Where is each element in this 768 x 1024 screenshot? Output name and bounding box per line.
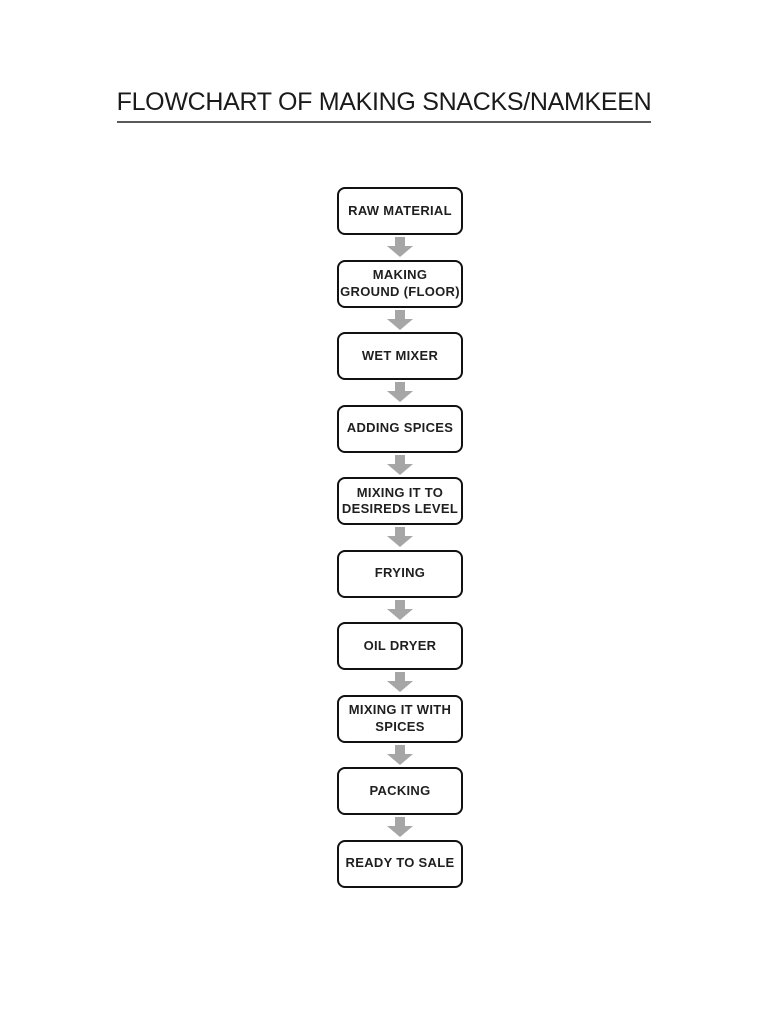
- flow-node-label: WET MIXER: [361, 347, 439, 363]
- flow-node-wet-mixer: WET MIXER: [337, 332, 463, 380]
- flow-node-label: MIXING IT WITH SPICES: [348, 702, 452, 734]
- down-block-arrow-icon: [387, 817, 413, 838]
- page-title-text: FLOWCHART OF MAKING SNACKS/NAMKEEN: [116, 88, 652, 123]
- flow-connector: [387, 525, 413, 550]
- flow-node-mixing-to-desired-level: MIXING IT TO DESIREDS LEVEL: [337, 477, 463, 525]
- flow-node-adding-spices: ADDING SPICES: [337, 404, 463, 453]
- flow-connector: [387, 380, 413, 405]
- down-block-arrow-icon: [387, 527, 413, 548]
- flow-node-mixing-with-spices: MIXING IT WITH SPICES: [337, 694, 463, 743]
- flow-node-label: OIL DRYER: [363, 637, 437, 653]
- flow-node-label: MIXING IT TO DESIREDS LEVEL: [341, 484, 459, 516]
- down-block-arrow-icon: [387, 599, 413, 620]
- flow-node-label: MAKING GROUND (FLOOR): [340, 267, 460, 299]
- flow-node-label: READY TO SALE: [345, 855, 455, 871]
- down-block-arrow-icon: [387, 309, 413, 330]
- flow-node-making-ground: MAKING GROUND (FLOOR): [337, 259, 463, 308]
- flow-node-ready-to-sale: READY TO SALE: [337, 839, 463, 888]
- flow-node-label: FRYING: [374, 565, 426, 581]
- down-block-arrow-icon: [387, 744, 413, 765]
- flow-node-label: PACKING: [369, 782, 431, 798]
- flowchart: RAW MATERIAL MAKING GROUND (FLOOR) WET M…: [337, 187, 463, 888]
- flow-connector: [387, 815, 413, 840]
- flow-node-frying: FRYING: [337, 549, 463, 598]
- flow-node-label: ADDING SPICES: [346, 420, 454, 436]
- down-block-arrow-icon: [387, 237, 413, 258]
- flow-connector: [387, 235, 413, 260]
- down-block-arrow-icon: [387, 382, 413, 403]
- down-block-arrow-icon: [387, 454, 413, 475]
- flow-node-raw-material: RAW MATERIAL: [337, 187, 463, 235]
- flow-connector: [387, 598, 413, 623]
- flow-node-oil-dryer: OIL DRYER: [337, 622, 463, 670]
- flow-node-packing: PACKING: [337, 767, 463, 815]
- flow-connector: [387, 670, 413, 695]
- flow-node-label: RAW MATERIAL: [348, 202, 452, 218]
- page-title: FLOWCHART OF MAKING SNACKS/NAMKEEN: [0, 88, 768, 123]
- flow-connector: [387, 308, 413, 333]
- flow-connector: [387, 743, 413, 768]
- down-block-arrow-icon: [387, 672, 413, 693]
- flow-connector: [387, 453, 413, 478]
